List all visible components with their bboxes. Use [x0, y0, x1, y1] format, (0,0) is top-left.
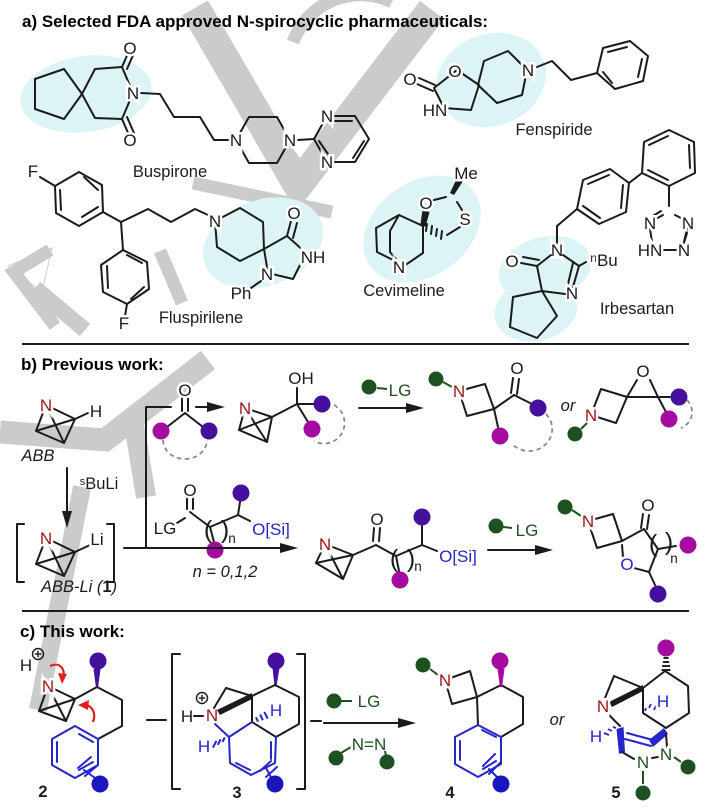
svg-text:N: N — [393, 258, 405, 277]
svg-text:N: N — [637, 753, 649, 772]
svg-text:N: N — [678, 241, 690, 260]
svg-text:ABB: ABB — [20, 447, 54, 465]
svg-text:N: N — [551, 241, 563, 260]
svg-text:O: O — [505, 252, 518, 271]
svg-text:Fluspirilene: Fluspirilene — [159, 309, 243, 327]
svg-text:sBuLi: sBuLi — [80, 475, 119, 493]
svg-text:n: n — [414, 559, 422, 574]
svg-text:N: N — [582, 512, 594, 531]
svg-text:OH: OH — [288, 369, 314, 388]
svg-text:Irbesartan: Irbesartan — [600, 300, 674, 318]
svg-text:O: O — [510, 359, 523, 378]
svg-text:O: O — [403, 70, 416, 89]
svg-text:LG: LG — [516, 521, 539, 540]
svg-text:n: n — [670, 551, 678, 566]
svg-text:O: O — [641, 496, 654, 515]
svg-text:N=N: N=N — [352, 735, 386, 754]
svg-text:Buspirone: Buspirone — [133, 163, 207, 181]
svg-text:N: N — [319, 535, 331, 554]
svg-text:N: N — [453, 382, 465, 401]
svg-text:S: S — [459, 210, 470, 229]
svg-text:LG: LG — [389, 381, 412, 400]
svg-text:NH: NH — [301, 248, 326, 267]
svg-text:n: n — [228, 531, 236, 546]
svg-text:N: N — [230, 131, 242, 150]
svg-text:O: O — [178, 381, 191, 400]
svg-text:(: ( — [204, 516, 213, 544]
svg-text:N: N — [566, 284, 578, 303]
svg-text:N: N — [321, 153, 333, 172]
svg-text:O: O — [620, 555, 633, 574]
svg-text:H: H — [20, 656, 32, 675]
svg-text:N: N — [597, 697, 609, 716]
svg-text:H: H — [590, 727, 602, 746]
svg-text:2: 2 — [38, 783, 47, 801]
svg-text:): ) — [407, 545, 415, 573]
svg-text:O: O — [287, 204, 300, 223]
svg-text:O: O — [123, 131, 136, 150]
svg-text:N: N — [321, 107, 333, 126]
svg-text:or: or — [561, 397, 577, 415]
svg-text:O: O — [183, 481, 196, 500]
svg-text:): ) — [665, 528, 673, 556]
svg-text:nBu: nBu — [590, 251, 617, 270]
svg-text:N: N — [261, 265, 273, 284]
svg-text:or: or — [550, 711, 566, 729]
svg-text:Fenspiride: Fenspiride — [515, 121, 592, 139]
svg-text:(: ( — [390, 545, 399, 573]
svg-text:N: N — [522, 61, 534, 80]
svg-text:N: N — [682, 214, 694, 233]
svg-text:O: O — [123, 39, 136, 58]
svg-text:H: H — [198, 737, 210, 756]
svg-text:H: H — [90, 402, 102, 421]
svg-text:N: N — [40, 396, 52, 415]
svg-text:O: O — [636, 362, 649, 381]
svg-text:LG: LG — [154, 519, 177, 538]
svg-text:): ) — [221, 516, 229, 544]
svg-text:3: 3 — [232, 784, 241, 802]
svg-text:b) Previous work:: b) Previous work: — [21, 355, 164, 374]
svg-text:N: N — [40, 529, 52, 548]
svg-text:O[Si]: O[Si] — [252, 520, 290, 539]
svg-text:F: F — [119, 314, 129, 333]
svg-text:H: H — [657, 692, 669, 711]
svg-text:N: N — [127, 84, 139, 103]
svg-text:Cevimeline: Cevimeline — [363, 282, 445, 300]
svg-text:N: N — [660, 745, 672, 764]
svg-text:c) This work:: c) This work: — [20, 622, 125, 641]
svg-text:LG: LG — [358, 692, 381, 711]
svg-text:a) Selected FDA approved N-spi: a) Selected FDA approved N-spirocyclic p… — [22, 12, 488, 31]
svg-text:H: H — [270, 701, 282, 720]
svg-text:N: N — [42, 677, 54, 696]
svg-text:5: 5 — [611, 784, 620, 802]
svg-text:4: 4 — [445, 784, 455, 802]
svg-text:N: N — [284, 131, 296, 150]
svg-text:N: N — [209, 212, 221, 231]
svg-text:N: N — [585, 406, 597, 425]
svg-text:H: H — [181, 707, 193, 726]
svg-text:O: O — [419, 194, 432, 213]
svg-text:Me: Me — [454, 164, 478, 183]
svg-text:F: F — [28, 162, 38, 181]
svg-text:O: O — [370, 510, 383, 529]
svg-text:(: ( — [649, 530, 658, 558]
svg-text:Li: Li — [90, 530, 103, 549]
svg-text:HN: HN — [638, 241, 663, 260]
svg-text:N: N — [644, 214, 656, 233]
svg-text:HN: HN — [423, 101, 448, 120]
svg-text:O: O — [448, 62, 461, 81]
svg-text:N: N — [439, 671, 451, 690]
svg-text:n = 0,1,2: n = 0,1,2 — [193, 563, 258, 581]
svg-text:Ph: Ph — [231, 284, 252, 303]
svg-text:O[Si]: O[Si] — [439, 547, 477, 566]
svg-text:ABB-Li (1): ABB-Li (1) — [40, 578, 117, 596]
svg-text:N: N — [206, 706, 218, 725]
svg-text:N: N — [239, 399, 251, 418]
